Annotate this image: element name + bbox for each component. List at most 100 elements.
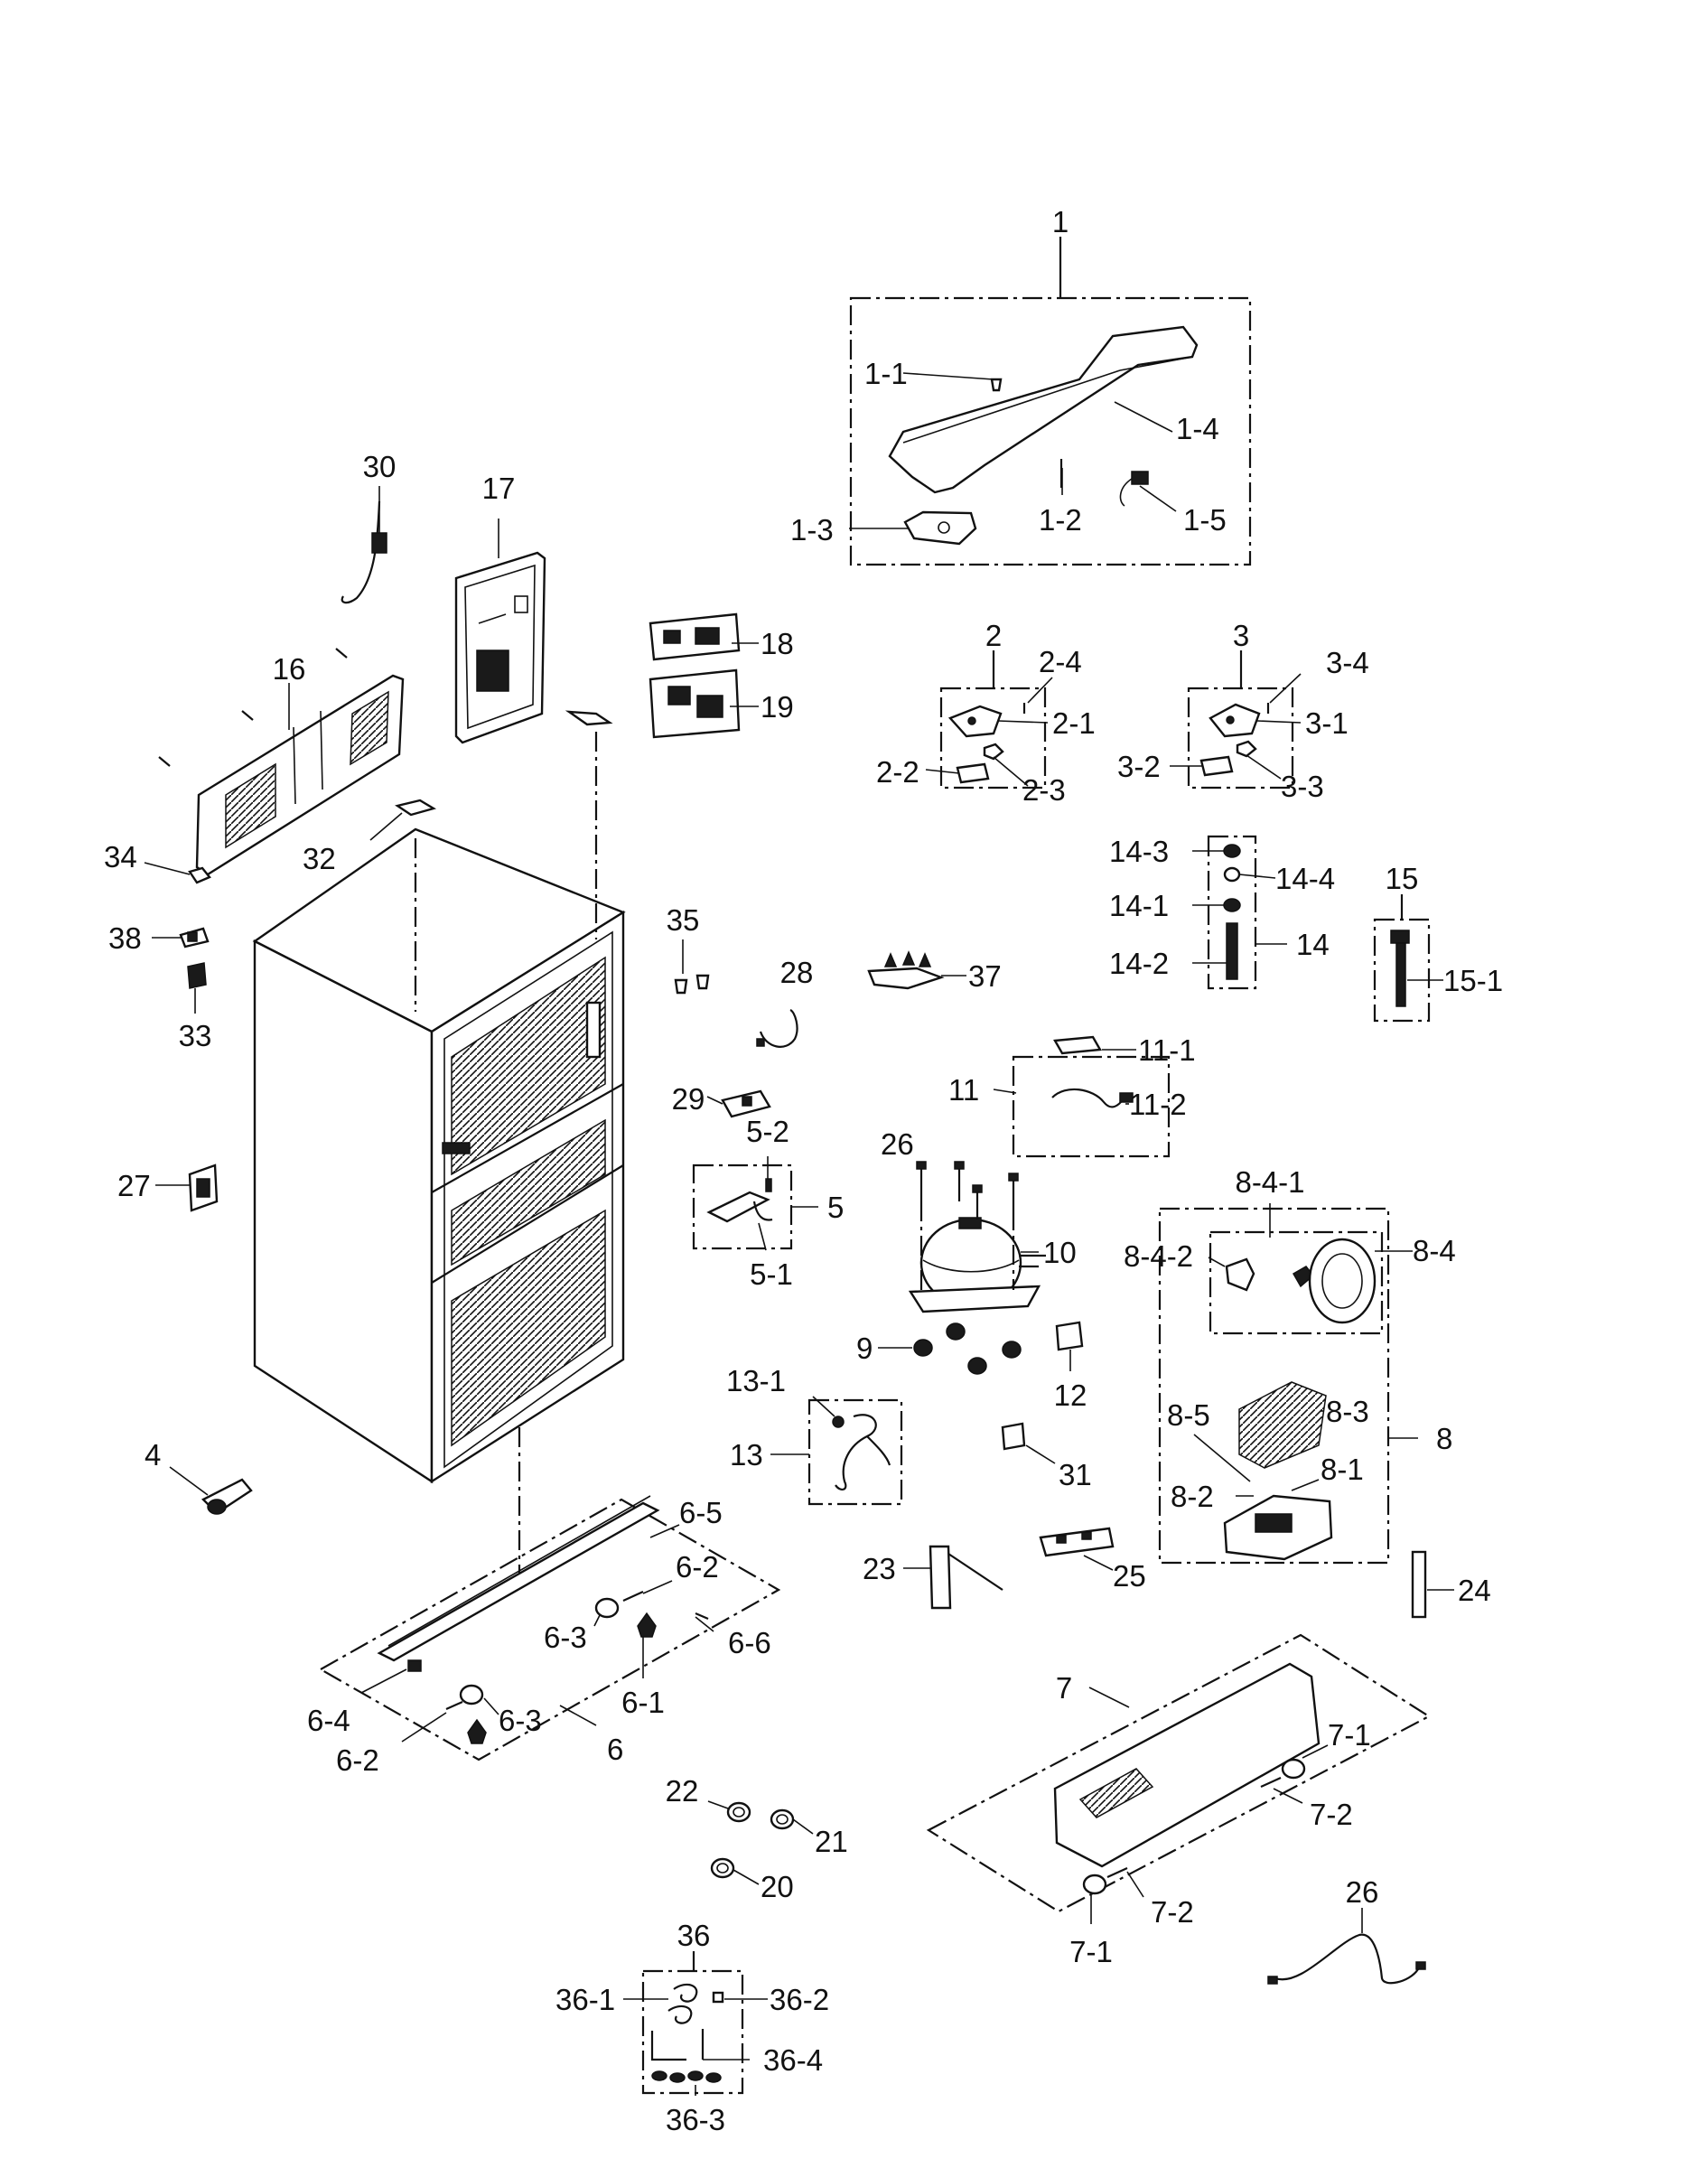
label-14-4: 14-4 <box>1275 862 1335 895</box>
label-13: 13 <box>730 1438 763 1472</box>
part-27-module <box>188 1163 219 1212</box>
label-36: 36 <box>677 1919 711 1952</box>
label-20: 20 <box>761 1870 794 1903</box>
label-38: 38 <box>108 921 142 955</box>
label-24: 24 <box>1458 1574 1491 1607</box>
label-2: 2 <box>985 619 1002 652</box>
part-21-spring <box>770 1808 795 1830</box>
label-8-3: 8-3 <box>1326 1395 1369 1428</box>
part-4-roller <box>201 1478 253 1515</box>
refrigerator-cabinet <box>252 827 626 1484</box>
group-5-bracket <box>692 1163 793 1250</box>
part-31-capacitor <box>1001 1422 1026 1451</box>
label-8: 8 <box>1436 1422 1452 1455</box>
label-31: 31 <box>1059 1458 1092 1491</box>
label-12: 12 <box>1054 1378 1087 1412</box>
label-6: 6 <box>607 1733 623 1766</box>
label-36-4: 36-4 <box>763 2043 823 2077</box>
label-9: 9 <box>856 1332 873 1365</box>
label-19: 19 <box>761 690 794 724</box>
label-22: 22 <box>666 1774 699 1808</box>
label-29: 29 <box>672 1082 705 1116</box>
label-8-5: 8-5 <box>1167 1398 1210 1432</box>
group-8-evaporator-fan <box>1158 1207 1390 1565</box>
label-36-3: 36-3 <box>666 2103 725 2136</box>
group-3-hinge <box>1187 650 1294 790</box>
group-1-frame-assembly <box>849 237 1252 566</box>
label-6-5: 6-5 <box>679 1496 723 1529</box>
label-8-4-1: 8-4-1 <box>1235 1165 1304 1199</box>
label-2-1: 2-1 <box>1052 706 1096 740</box>
part-29-bracket <box>721 1089 771 1118</box>
part-16-rear-cover <box>158 648 405 876</box>
label-6-3-bottom: 6-3 <box>499 1704 542 1737</box>
group-6-rail-assembly <box>318 1495 781 1762</box>
label-36-1: 36-1 <box>555 1983 615 2016</box>
label-14: 14 <box>1296 928 1330 961</box>
group-2-hinge <box>939 650 1047 790</box>
label-2-2: 2-2 <box>876 755 919 789</box>
label-33: 33 <box>179 1019 212 1052</box>
label-3-1: 3-1 <box>1305 706 1349 740</box>
label-6-4: 6-4 <box>307 1704 350 1737</box>
label-10: 10 <box>1043 1236 1077 1269</box>
label-3: 3 <box>1233 619 1249 652</box>
label-1-1: 1-1 <box>864 357 908 390</box>
label-26-top: 26 <box>881 1127 914 1161</box>
part-9-grommets <box>913 1322 1022 1375</box>
label-1: 1 <box>1052 205 1069 238</box>
label-8-4-2: 8-4-2 <box>1124 1239 1193 1273</box>
label-7-2-top: 7-2 <box>1310 1798 1353 1831</box>
part-25-plug <box>1039 1527 1115 1557</box>
label-1-5: 1-5 <box>1183 503 1227 537</box>
part-24-tube <box>1411 1550 1427 1619</box>
label-15: 15 <box>1386 862 1419 895</box>
label-8-2: 8-2 <box>1171 1480 1214 1513</box>
label-6-2-bottom: 6-2 <box>336 1743 379 1777</box>
group-15-fitting <box>1373 894 1431 1023</box>
label-13-1: 13-1 <box>726 1364 786 1397</box>
label-3-2: 3-2 <box>1117 750 1161 783</box>
label-5-1: 5-1 <box>750 1257 793 1291</box>
part-38-connector <box>179 927 210 948</box>
label-18: 18 <box>761 627 794 660</box>
part-19-board <box>649 668 741 739</box>
label-2-4: 2-4 <box>1039 645 1082 678</box>
part-35-pins <box>674 974 710 995</box>
label-35: 35 <box>667 903 700 937</box>
part-18-board <box>649 612 741 661</box>
label-3-4: 3-4 <box>1326 646 1369 679</box>
group-36-clip-kit <box>641 1951 744 2095</box>
group-11-harness <box>1012 1035 1171 1158</box>
label-7-1-top: 7-1 <box>1328 1718 1371 1752</box>
label-1-2: 1-2 <box>1039 503 1082 537</box>
label-16: 16 <box>273 652 306 686</box>
label-7-2-bottom: 7-2 <box>1151 1895 1194 1929</box>
part-20-spring <box>710 1857 735 1879</box>
label-7: 7 <box>1056 1671 1072 1705</box>
label-1-3: 1-3 <box>790 513 834 547</box>
part-23-drier <box>929 1545 1003 1610</box>
label-5-2: 5-2 <box>746 1115 789 1148</box>
label-34: 34 <box>104 840 137 874</box>
group-13-tube <box>807 1398 903 1506</box>
label-14-3: 14-3 <box>1109 835 1169 868</box>
part-37-damper <box>867 950 945 990</box>
label-14-1: 14-1 <box>1109 889 1169 922</box>
part-33-clip <box>187 962 207 989</box>
part-26-bolts <box>916 1161 1019 1220</box>
group-14-valve-stack <box>1207 835 1257 990</box>
label-6-2-top: 6-2 <box>676 1550 719 1584</box>
part-32-bracket <box>395 799 437 817</box>
label-6-6: 6-6 <box>728 1626 771 1659</box>
part-30-power-cord <box>341 500 387 604</box>
label-5: 5 <box>827 1191 844 1224</box>
label-11-2: 11-2 <box>1129 1088 1187 1121</box>
label-8-4: 8-4 <box>1413 1234 1456 1267</box>
label-30: 30 <box>363 450 397 483</box>
part-12-relay <box>1055 1321 1084 1351</box>
label-37: 37 <box>968 959 1002 993</box>
label-25: 25 <box>1113 1559 1146 1593</box>
label-23: 23 <box>863 1552 896 1585</box>
